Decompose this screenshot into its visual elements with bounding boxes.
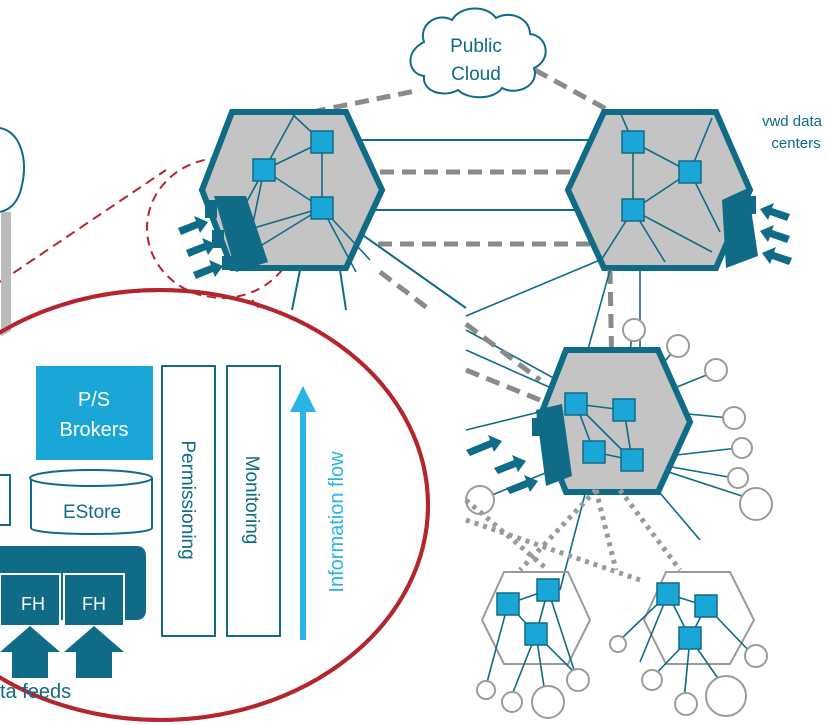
ps-brokers-label-1: P/S	[78, 389, 110, 411]
estore-label: EStore	[63, 502, 121, 523]
public-cloud-label-1: Public	[450, 36, 502, 57]
monitoring-label: Monitoring	[241, 456, 262, 545]
permissioning-label: Permissioning	[177, 440, 198, 559]
permissioning-box	[161, 365, 216, 637]
datacenter-hexagon-left	[198, 109, 386, 273]
fh-label-1: FH	[21, 594, 45, 614]
feed-arrows-right	[760, 203, 792, 265]
ps-brokers-label-2: Brokers	[60, 419, 129, 441]
data-centers-label-1: vwd data	[762, 113, 823, 130]
backbone-links	[311, 67, 610, 247]
estore-cylinder	[29, 469, 153, 535]
data-centers-label-2: centers	[771, 135, 820, 152]
fh-label-2: FH	[82, 594, 106, 614]
fh-box-2	[63, 573, 125, 627]
edge-network	[464, 259, 773, 719]
data-feeds-label: ta feeds	[0, 681, 71, 703]
fh-box-1	[0, 573, 61, 627]
ps-brokers-box	[36, 366, 153, 460]
datacenter-hexagon-right	[564, 109, 758, 271]
cloud-icon	[409, 7, 547, 99]
partial-cloud-top	[0, 127, 25, 213]
information-flow-arrow	[290, 386, 316, 640]
public-cloud-label-2: Cloud	[451, 64, 501, 85]
arrow-icon	[0, 626, 124, 678]
information-flow-label: Information flow	[326, 451, 348, 593]
feed-arrows-left	[178, 216, 223, 279]
monitoring-box	[226, 365, 281, 637]
zoom-line-upper	[0, 169, 167, 283]
